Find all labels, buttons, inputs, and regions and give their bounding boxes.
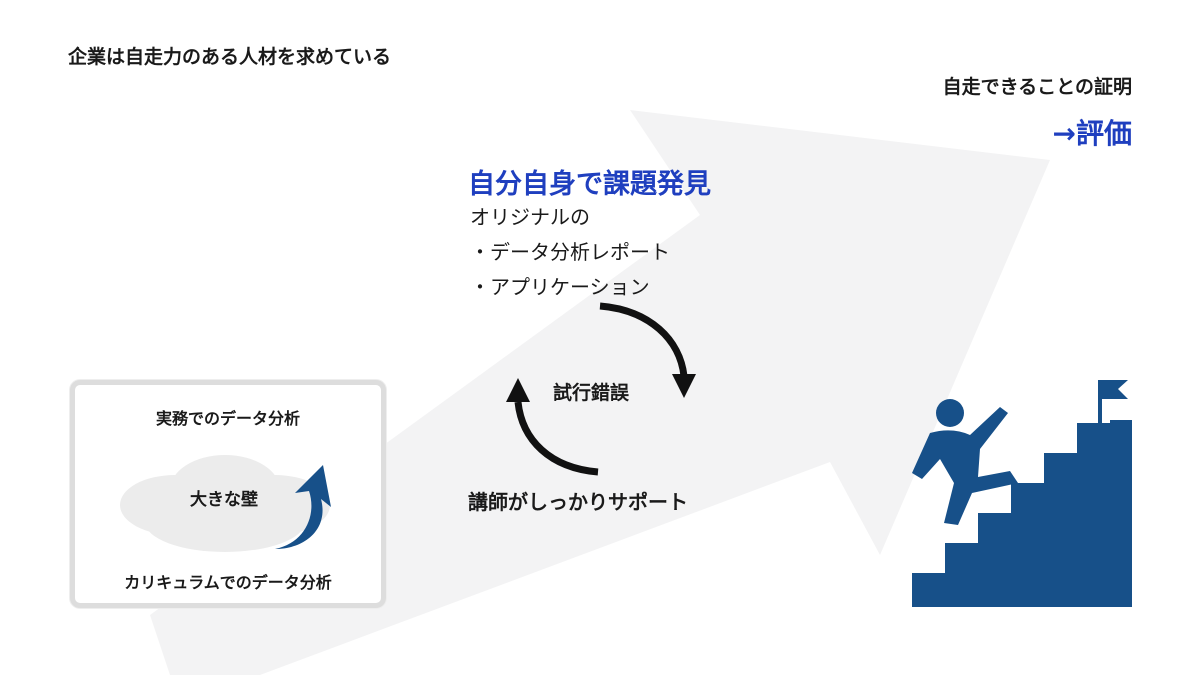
cycle-arrows-icon	[506, 302, 696, 476]
curriculum-box: 実務でのデータ分析 大きな壁 カリキュラムでのデータ分析	[70, 380, 386, 608]
person-climbing-stairs-icon	[912, 380, 1132, 607]
original-item: ・アプリケーション	[470, 275, 650, 299]
up-arrow-icon	[275, 465, 331, 549]
original-item: ・データ分析レポート	[470, 240, 670, 264]
support-label: 講師がしっかりサポート	[468, 490, 688, 514]
evaluation-label: →評価	[1052, 117, 1132, 150]
proof-label: 自走できることの証明	[942, 76, 1132, 98]
big-wall-label: 大きな壁	[190, 490, 258, 510]
discovery-title: 自分自身で課題発見	[468, 169, 711, 200]
original-item: オリジナルの	[470, 205, 590, 229]
page-heading: 企業は自走力のある人材を求めている	[68, 46, 392, 68]
curriculum-analysis-label: カリキュラムでのデータ分析	[124, 573, 332, 592]
trial-and-error-label: 試行錯誤	[553, 382, 630, 404]
practical-analysis-label: 実務でのデータ分析	[155, 409, 300, 428]
original-list: オリジナルの ・データ分析レポート ・アプリケーション	[470, 200, 670, 305]
